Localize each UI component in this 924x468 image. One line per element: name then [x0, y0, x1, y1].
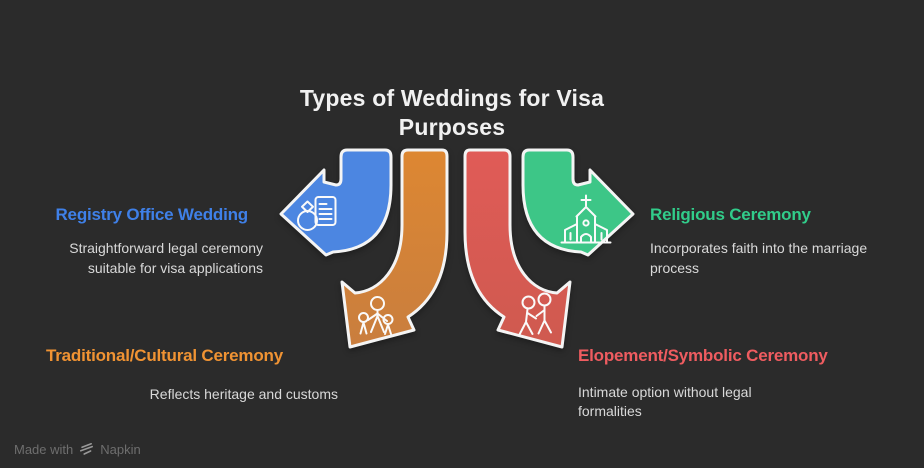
- description-line: Incorporates faith into the marriage: [650, 240, 868, 256]
- napkin-brand-text: Napkin: [100, 441, 141, 457]
- made-with-napkin-badge: Made with Napkin: [14, 441, 141, 457]
- description-line: Reflects heritage and customs: [149, 386, 338, 402]
- description-line: process: [650, 260, 700, 276]
- description-line: Intimate option without legal: [578, 384, 752, 400]
- made-with-text: Made with: [14, 441, 74, 457]
- page-title: Types of Weddings for Visa Purposes: [299, 85, 605, 140]
- family-icon: [358, 296, 394, 335]
- section-title-religious-ceremony: Religious Ceremony: [650, 205, 811, 224]
- eloping-couple-icon: [518, 292, 552, 336]
- section-description-religious-ceremony: Incorporates faith into the marriage pro…: [650, 238, 910, 278]
- description-line: suitable for visa applications: [87, 260, 263, 276]
- arrow-down-right-elopement: [463, 148, 572, 349]
- ring-and-document-icon: [297, 196, 337, 231]
- section-title-registry-office-wedding: Registry Office Wedding: [55, 205, 248, 224]
- napkin-logo-icon: [80, 443, 94, 455]
- church-icon: [560, 194, 612, 244]
- description-line: formalities: [578, 403, 642, 419]
- section-description-elopement-symbolic-ceremony: Intimate option without legal formalitie…: [578, 383, 788, 421]
- description-line: Straightforward legal ceremony: [69, 240, 263, 256]
- section-title-elopement-symbolic-ceremony: Elopement/Symbolic Ceremony: [578, 346, 828, 365]
- arrow-group: [279, 148, 635, 349]
- section-description-registry-office-wedding: Straightforward legal ceremony suitable …: [42, 238, 263, 278]
- section-description-traditional-cultural-ceremony: Reflects heritage and customs: [117, 384, 338, 404]
- section-title-traditional-cultural-ceremony: Traditional/Cultural Ceremony: [46, 346, 283, 365]
- arrow-down-left-traditional: [340, 148, 449, 349]
